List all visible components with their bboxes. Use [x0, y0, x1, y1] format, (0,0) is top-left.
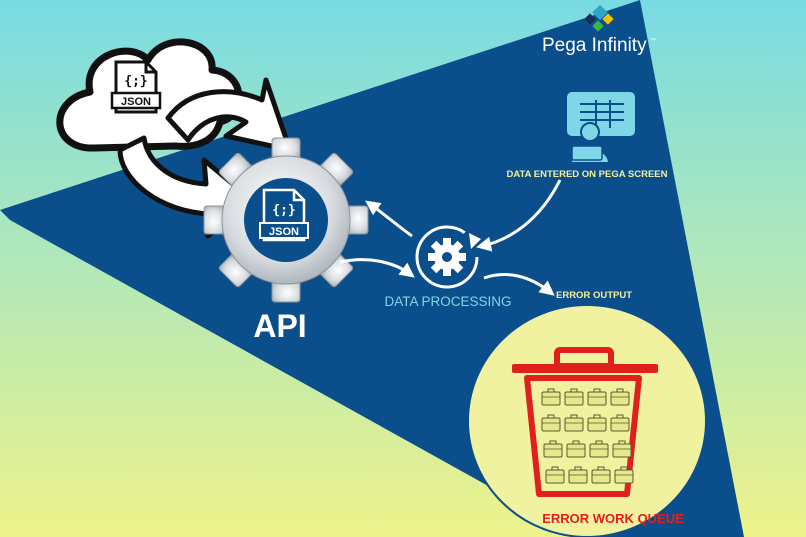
case-icon	[564, 388, 584, 406]
label-error-output: ERROR OUTPUT	[556, 290, 632, 301]
queue-circle	[467, 304, 707, 537]
api-file-glyph: {;}	[272, 203, 295, 218]
case-icon	[543, 440, 563, 458]
flow-arrows	[339, 179, 562, 296]
error-work-queue: ERROR WORK QUEUE	[467, 304, 707, 537]
label-data-processing: DATA PROCESSING	[384, 294, 511, 309]
api-label: API	[253, 308, 306, 344]
case-icon	[610, 388, 630, 406]
arrow-processing-to-api	[365, 200, 413, 238]
case-grid	[541, 388, 634, 484]
case-icon	[587, 388, 607, 406]
api-gear: {;} JSON API	[203, 137, 369, 344]
trash-bin-icon	[512, 347, 658, 497]
api-json-file-icon: {;} JSON	[259, 188, 309, 242]
case-icon	[614, 466, 634, 484]
case-icon	[591, 466, 611, 484]
cloud-file-label: JSON	[121, 96, 151, 108]
label-error-work-queue: ERROR WORK QUEUE	[542, 511, 684, 526]
case-icon	[541, 414, 561, 432]
case-icon	[566, 440, 586, 458]
brand-name: Pega Infinity	[542, 35, 647, 56]
case-icon	[612, 440, 632, 458]
case-icon	[587, 414, 607, 432]
case-icon	[610, 414, 630, 432]
label-data-entered: DATA ENTERED ON PEGA SCREEN	[507, 169, 668, 180]
gear-icon	[203, 137, 369, 303]
brand-trademark: ™	[650, 37, 656, 44]
arrow-api-to-processing	[339, 258, 415, 278]
case-icon	[545, 466, 565, 484]
processing-gear-icon	[415, 225, 481, 289]
monitor-icon	[567, 92, 635, 162]
case-icon	[589, 440, 609, 458]
case-icon	[541, 388, 561, 406]
arrow-screen-to-processing	[476, 179, 562, 252]
case-icon	[564, 414, 584, 432]
arrow-processing-to-error	[483, 273, 555, 296]
api-file-label: JSON	[269, 226, 299, 238]
json-file-icon: {;} JSON	[110, 60, 162, 114]
case-icon	[568, 466, 588, 484]
cloud-file-glyph: {;}	[124, 74, 147, 89]
